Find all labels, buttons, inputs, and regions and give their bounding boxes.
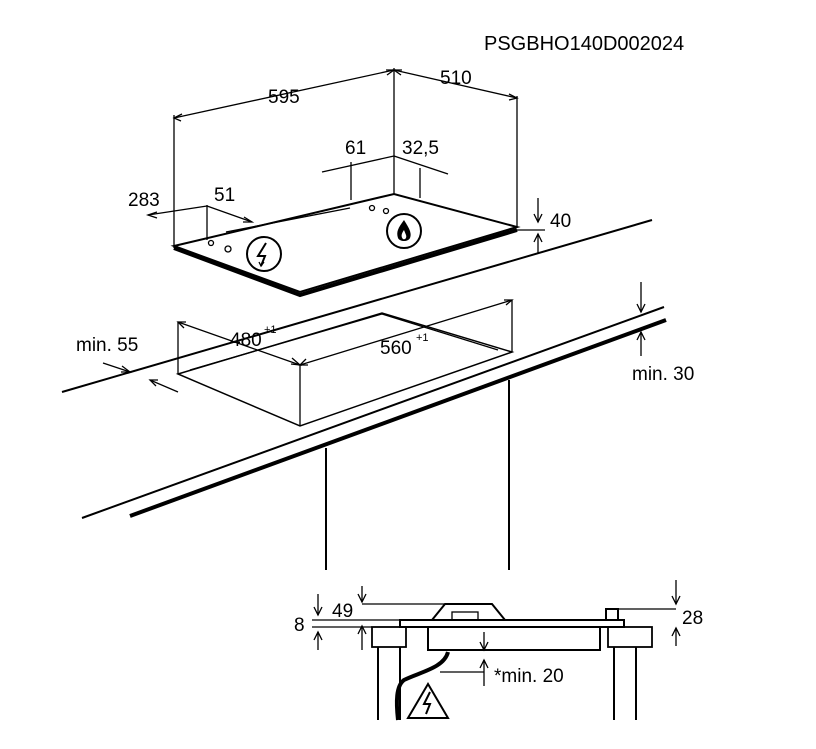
label-min-55: min. 55 — [76, 335, 138, 356]
label-min-20: *min. 20 — [494, 666, 564, 687]
dim-61: 61 — [345, 138, 366, 159]
hob — [170, 192, 521, 298]
dim-28: 28 — [682, 608, 703, 629]
side-section — [312, 580, 681, 721]
worktop — [61, 219, 667, 519]
label-min-30: min. 30 — [632, 364, 694, 385]
dim-595: 595 — [268, 87, 300, 108]
electric-warning-icon — [406, 682, 450, 719]
dim-480: 480 — [230, 330, 262, 351]
dim-49: 49 — [332, 601, 353, 622]
dim-480-tolerance: +1 — [264, 324, 277, 336]
dim-51: 51 — [214, 185, 235, 206]
hob-dimensions — [145, 68, 545, 254]
drawing-code: PSGBHO140D002024 — [484, 33, 684, 55]
dim-560: 560 — [380, 338, 412, 359]
dim-283: 283 — [128, 190, 160, 211]
dim-32-5: 32,5 — [402, 138, 439, 159]
cutout — [102, 282, 646, 427]
dim-510: 510 — [440, 68, 472, 89]
dim-560-tolerance: +1 — [416, 332, 429, 344]
dim-40: 40 — [550, 211, 571, 232]
dim-8: 8 — [294, 615, 305, 636]
electric-burner-icon — [246, 236, 282, 272]
gas-burner-icon — [386, 213, 422, 249]
